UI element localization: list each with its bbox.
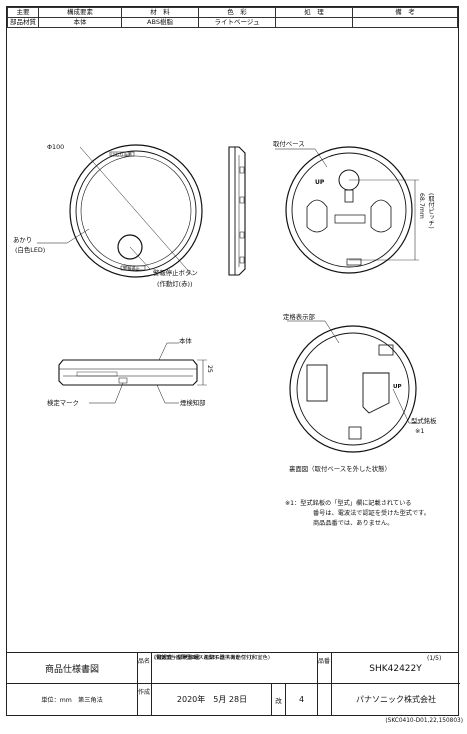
smoke-leader [156, 384, 179, 404]
check-mark-label: 検定マーク [47, 399, 79, 407]
front-outer-ring [69, 144, 203, 278]
spec-sheet: 主要 構成要素 材 料 色 彩 処 理 備 考 部品材質 本体 ABS樹脂 ライ… [6, 6, 460, 716]
tb-vline-5 [271, 683, 272, 715]
diameter-label: Φ100 [47, 143, 65, 151]
body-label: 本体 [179, 337, 192, 345]
brand-print [109, 151, 135, 157]
materials-header-row: 主要 構成要素 材 料 色 彩 処 理 備 考 [7, 7, 458, 18]
rating-leader [287, 320, 340, 344]
akari-sub-label: (白色LED) [15, 246, 46, 254]
back-battery [306, 364, 328, 402]
product-name-3-text: (警報音・音声警報・AiSEG連携機能付) [154, 655, 249, 661]
back-sensor-hole [348, 426, 362, 440]
back-inner-ring [296, 332, 410, 446]
check-mark-leader [89, 382, 124, 404]
model-plate-leader [392, 388, 419, 424]
elevation-print [76, 371, 118, 377]
base-lug-right [370, 199, 392, 233]
tb-vline-6 [285, 683, 286, 715]
date-label: 作成 [138, 689, 151, 696]
note-line-1: ※1：型式銘板の「型式」欄に記載されている [285, 500, 412, 507]
diameter-leader [79, 146, 193, 276]
page-number: (1/5) [427, 655, 442, 662]
creation-date: 2020年 5月 28日 [176, 695, 248, 704]
revision: 4 [298, 695, 305, 704]
body-leader [158, 342, 179, 361]
rev-label: 改 [275, 696, 282, 705]
model-plate-label: 型式銘板 [411, 417, 437, 425]
doc-type: 商品仕様書図 [44, 664, 99, 675]
akari-label: あかり [13, 236, 33, 244]
tb-vline-3 [317, 653, 318, 715]
tb-divider [7, 683, 460, 684]
stop-button-label: 警報停止ボタン [153, 269, 198, 277]
base-lug-left [306, 199, 328, 233]
base-label: 取付ベース [273, 140, 305, 148]
product-name-3: (警報音・音声警報・AiSEG連携機能付) (和室色) [154, 655, 270, 662]
ban-label: 品番 [318, 658, 331, 665]
device-top-text: けむり当番 [111, 152, 132, 157]
base-label-box [334, 214, 366, 224]
base-outer-ring [285, 146, 413, 274]
materials-row: 部品材質 本体 ABS樹脂 ライトベージュ [7, 17, 458, 28]
base-leader [275, 148, 328, 168]
note-line-2: 番号は、電波法で認証を受けた型式です。 [313, 510, 430, 517]
side-slot-4 [239, 256, 245, 264]
back-model-plate [362, 372, 390, 414]
footer-code: (SKC0410-D01,22,150803) [385, 718, 463, 724]
tb-vline-1 [137, 653, 138, 715]
side-slot-1 [239, 166, 245, 174]
akari-leader [37, 228, 90, 244]
elevation-body [58, 359, 198, 386]
unit-projection: 単位：mm 第三角法 [41, 697, 103, 704]
side-slot-2 [239, 196, 245, 204]
stop-print [120, 265, 146, 271]
product-name-2: (電池式・ワイヤレス連動子器・あかり付) [154, 655, 254, 661]
model-plate-note: ※1 [415, 427, 425, 435]
back-rating-box [378, 344, 394, 356]
base-keyhole-slot [344, 189, 354, 203]
up-mark-back: UP [393, 384, 402, 390]
materials-table: 主要 構成要素 材 料 色 彩 処 理 備 考 部品材質 本体 ABS樹脂 ライ… [7, 7, 458, 28]
tb-vline-2 [151, 653, 152, 715]
product-color: (和室色) [249, 655, 270, 661]
side-view-body [228, 146, 246, 276]
stop-leader [129, 246, 151, 270]
hin-label: 品名 [138, 658, 151, 665]
back-view-caption: 裏面図（取付ベースを外した状態） [289, 465, 391, 473]
note-line-3: 商品品番では、ありません。 [313, 520, 394, 527]
base-inner-ring [291, 152, 407, 268]
company-name: パナソニック株式会社 [356, 695, 436, 704]
elevation-check-mark [118, 377, 128, 384]
side-slot-3 [239, 231, 245, 239]
footnote: ※1：型式銘板の「型式」欄に記載されている 番号は、電波法で認証を受けた型式です… [285, 499, 465, 529]
cell-remarks [352, 17, 458, 28]
title-block: 商品仕様書図 品名 けむり当番薄型2種 (電池式・ワイヤレス連動子器・あかり付)… [7, 652, 460, 715]
model-number: SHK42422Y [369, 664, 422, 674]
up-mark-base: UP [315, 179, 325, 186]
stop-button-sub-label: (作動灯(赤)) [157, 280, 193, 288]
rating-label: 定格表示部 [283, 313, 315, 321]
product-name-1: けむり当番薄型2種 [154, 655, 200, 661]
pitch-sub-label: (取付ピッチ) [427, 193, 434, 229]
tb-vline-4 [331, 653, 332, 715]
base-bottom-slot [346, 258, 362, 266]
device-bottom-text: 警報停止 [123, 266, 140, 271]
height-dimension: 25 [206, 365, 213, 373]
pitch-dimension: 68.7mm [418, 193, 425, 219]
back-outer-ring [289, 325, 417, 453]
smoke-sensor-label: 煙検知部 [180, 399, 206, 407]
front-inner-ring [75, 150, 197, 272]
technical-drawing [37, 144, 419, 453]
